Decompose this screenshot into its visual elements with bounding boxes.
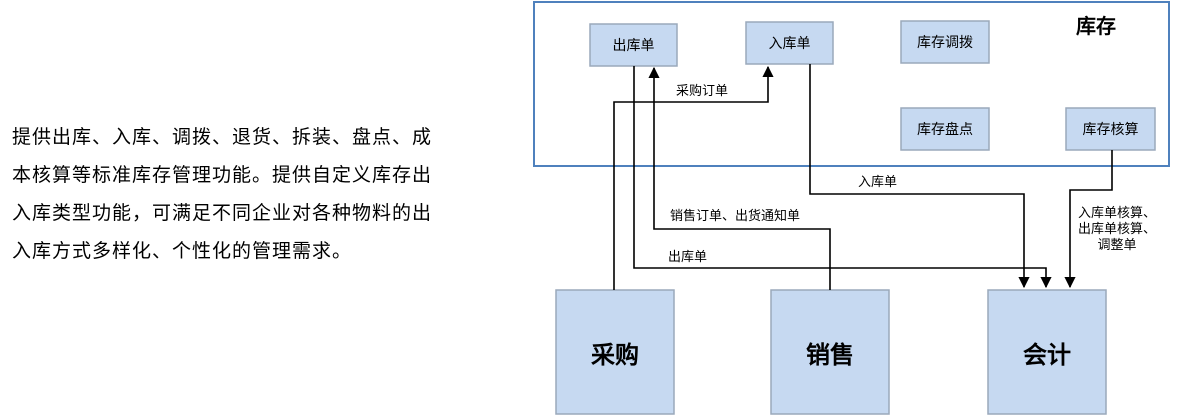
sales-label: 销售 — [806, 340, 854, 369]
description-line: 提供出库、入库、调拨、退货、拆装、盘点、成 — [12, 126, 433, 148]
purchasing-label: 采购 — [591, 340, 639, 369]
inbound-box — [745, 21, 834, 65]
outbound-box-label: 出库单 — [612, 38, 655, 54]
accounting-label: 会计 — [1023, 340, 1071, 369]
purchasing-box — [555, 289, 675, 415]
description-line: 入库方式多样化、个性化的管理需求。 — [12, 240, 353, 262]
accounting-box — [987, 289, 1107, 415]
sales-order-label: 销售订单、出货通知单 — [670, 209, 801, 224]
edge-sales-order — [648, 66, 831, 290]
costing-edge-line: 调整单 — [1097, 238, 1137, 253]
stocktake-box-label: 库存盘点 — [917, 122, 973, 138]
costing-edge-line: 出库单核算、 — [1078, 222, 1157, 237]
costing-box-label: 库存核算 — [1082, 122, 1139, 138]
edge-outbound-to-accounting — [633, 66, 1052, 289]
costing-edge-line: 入库单核算、 — [1078, 206, 1157, 221]
inbound-box-label: 入库单 — [768, 36, 811, 52]
transfer-box — [900, 20, 990, 64]
description-line: 本核算等标准库存管理功能。提供自定义库存出 — [12, 164, 433, 186]
outbound-box — [589, 23, 678, 67]
edge-inbound-to-accounting — [809, 64, 1030, 289]
outbound-edge-label: 出库单 — [668, 250, 708, 265]
costing-box — [1065, 107, 1156, 151]
purchase-order-label: 采购订单 — [676, 84, 729, 99]
transfer-box-label: 库存调拨 — [917, 35, 973, 51]
costing-edge-label: 入库单核算、 出库单核算、 调整单 — [1078, 206, 1156, 254]
edge-costing-to-accounting — [1064, 150, 1113, 289]
inventory-title: 库存 — [1076, 14, 1116, 38]
description-text: 提供出库、入库、调拨、退货、拆装、盘点、成 本核算等标准库存管理功能。提供自定义… — [12, 118, 522, 270]
stocktake-box — [900, 107, 990, 151]
edge-purchase-order — [613, 65, 774, 290]
inbound-edge-label: 入库单 — [858, 175, 898, 190]
description-line: 入库类型功能，可满足不同企业对各种物料的出 — [12, 202, 433, 224]
